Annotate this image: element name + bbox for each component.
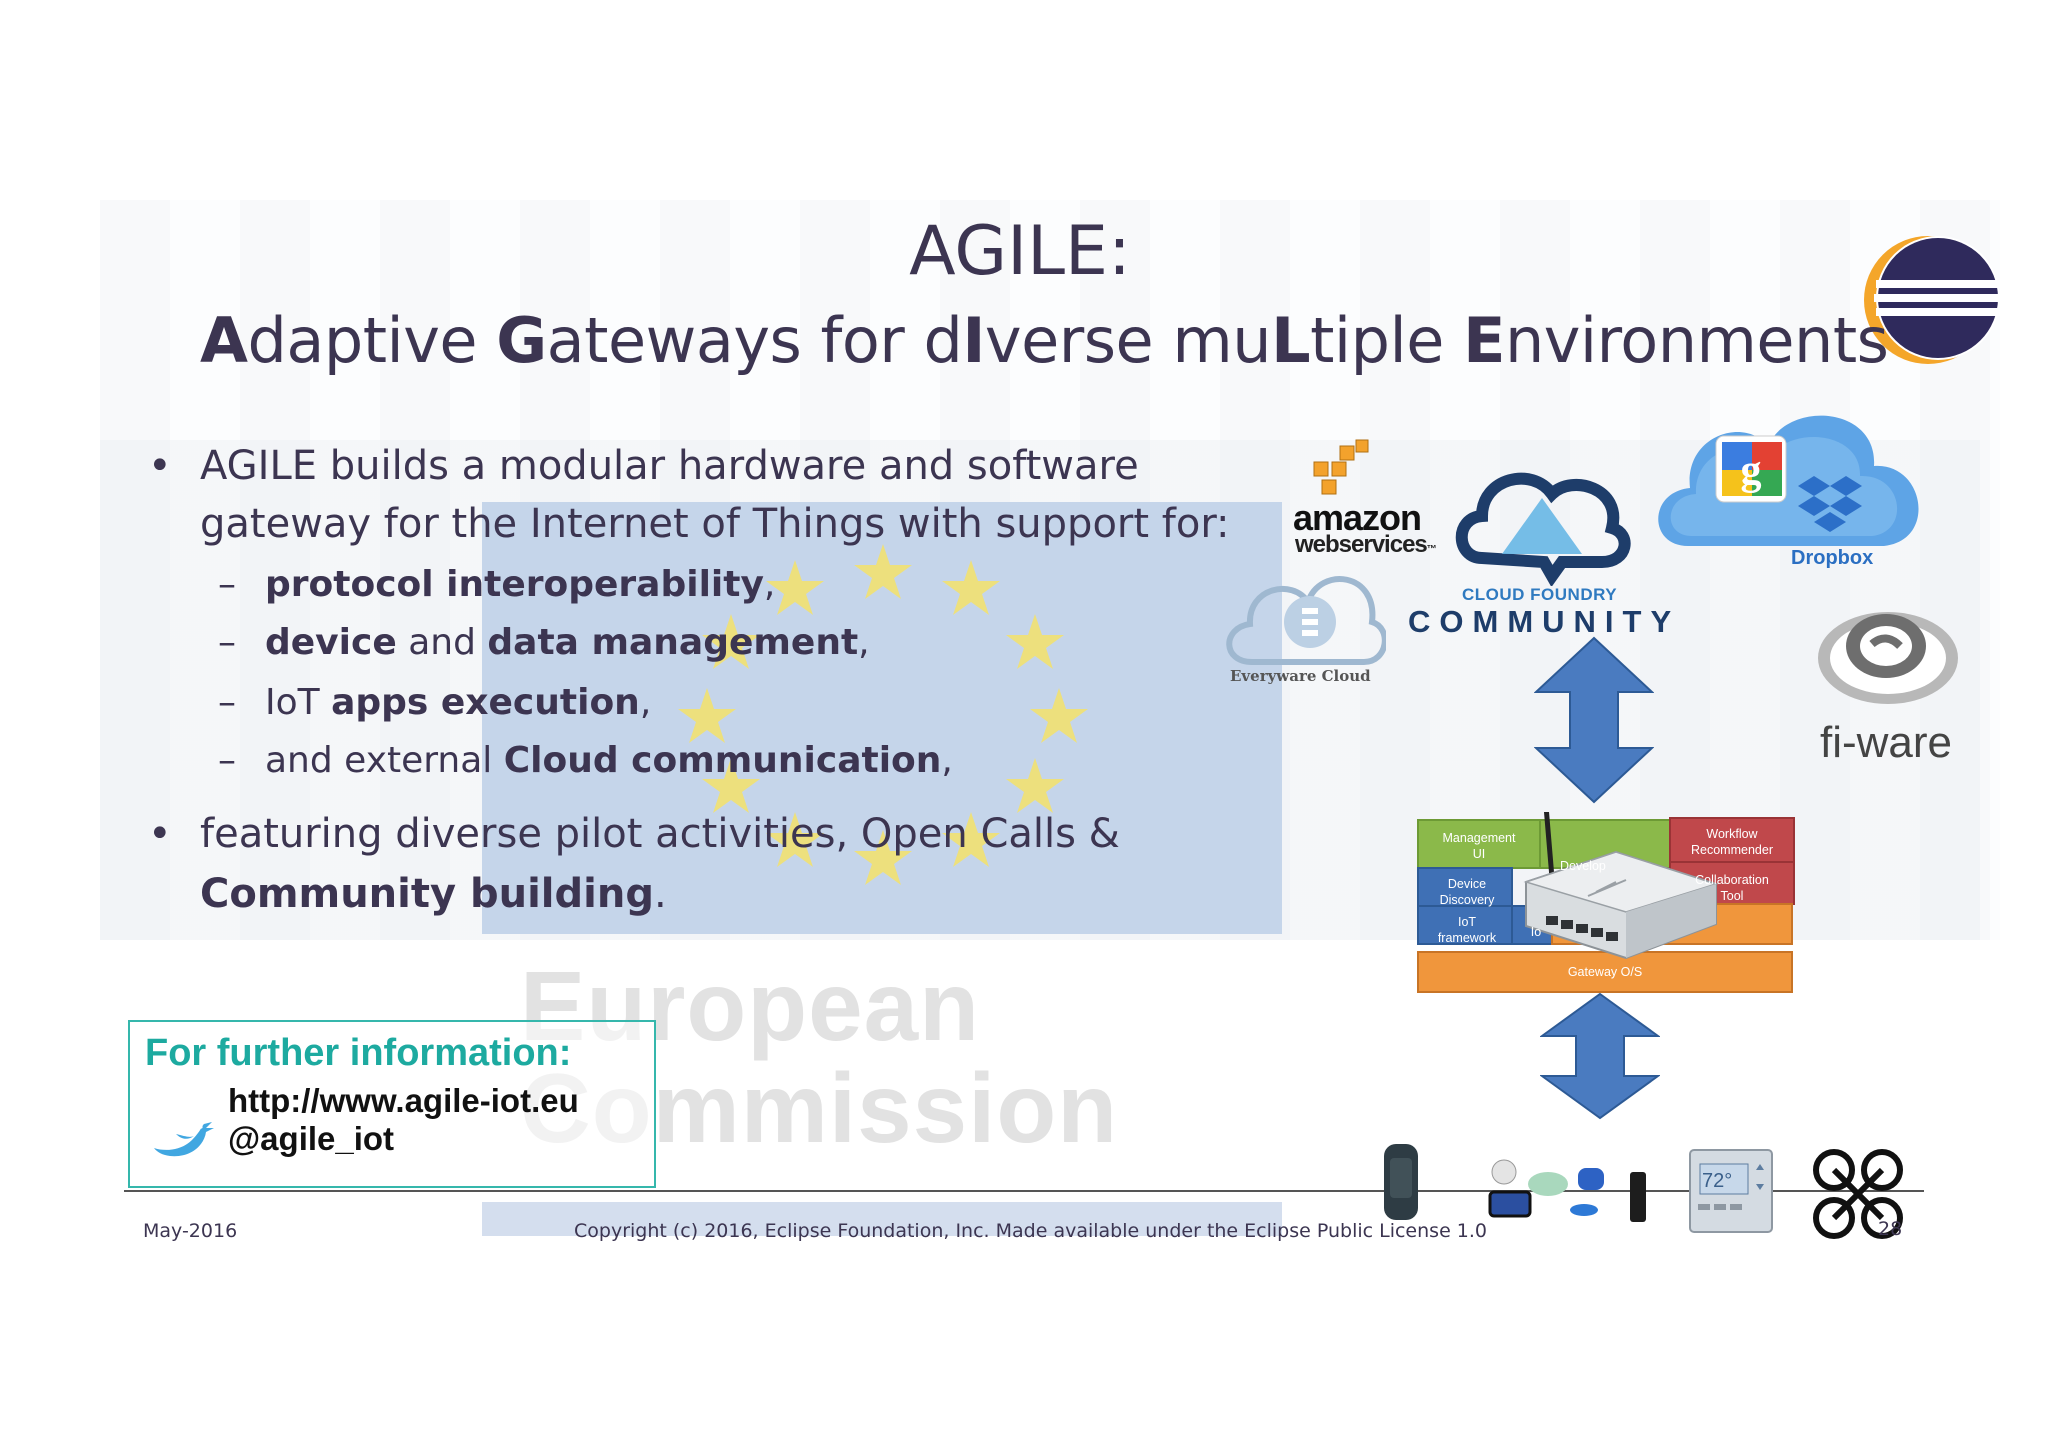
- subtitle-segment: L: [1271, 304, 1311, 377]
- bullet-1-line-2: gateway for the Internet of Things with …: [200, 501, 1230, 547]
- info-title: For further information:: [145, 1032, 572, 1074]
- sub1-segment: ,: [763, 564, 776, 605]
- cloud-foundry-text: CLOUD FOUNDRY: [1462, 585, 1618, 604]
- bullet-2: • featuring diverse pilot activities, Op…: [148, 804, 1120, 924]
- sub4-segment: ,: [941, 740, 953, 781]
- io-label: Io: [1530, 925, 1542, 939]
- subtitle-segment: E: [1463, 304, 1505, 377]
- subtitle-segment: nvironments: [1504, 304, 1889, 377]
- subtitle-segment: verse mu: [984, 304, 1272, 377]
- google-logo-icon: g: [1715, 435, 1787, 503]
- community-text: COMMUNITY: [1408, 604, 1681, 639]
- subtitle-segment: daptive: [247, 304, 497, 377]
- eu-flag-strip: [482, 1202, 1282, 1236]
- everyware-text: Everyware Cloud: [1230, 667, 1371, 685]
- gateway-os-label: Gateway O/S: [1567, 965, 1643, 979]
- bullet2-segment: .: [653, 871, 667, 917]
- footer-divider: [124, 1190, 1924, 1192]
- sub-bullet-cloud: –and external Cloud communication,: [218, 740, 953, 781]
- developer-label: Develop: [1560, 859, 1606, 873]
- subtitle-segment: G: [496, 304, 547, 377]
- subtitle-segment: I: [962, 304, 985, 377]
- amazon-boxes-icon: [1313, 439, 1369, 495]
- sub-bullet-device: –device and data management,: [218, 622, 870, 663]
- twitter-bird-icon[interactable]: [152, 1118, 216, 1158]
- sub2-segment: ,: [858, 622, 870, 663]
- sub2-segment: and: [396, 622, 488, 663]
- dropbox-logo-icon: [1798, 476, 1862, 532]
- sub3-segment: ,: [639, 682, 652, 723]
- twitter-handle[interactable]: @agile_iot: [228, 1120, 395, 1157]
- subtitle-segment: A: [200, 304, 248, 377]
- amazon-logo-text: amazon: [1293, 497, 1422, 538]
- fiware-logo-icon: [1818, 612, 1958, 704]
- sub1-segment: protocol interoperability: [265, 564, 764, 605]
- sensor-tags-icon: [1488, 1159, 1604, 1218]
- dropbox-text: Dropbox: [1791, 547, 1874, 569]
- sub3-segment: IoT: [265, 682, 332, 723]
- usb-dongle-icon: [1630, 1172, 1646, 1222]
- bullet-1: • AGILE builds a modular hardware and so…: [148, 437, 1230, 553]
- sub-bullet-apps: –IoT apps execution,: [218, 682, 652, 723]
- sub2-segment: data management: [487, 622, 859, 663]
- everyware-cloud-icon: [1226, 576, 1386, 665]
- gateway-architecture-diagram: [1417, 812, 1795, 993]
- gateway-device-arrow: [1540, 992, 1660, 1120]
- bullet-1-line-1: AGILE builds a modular hardware and soft…: [200, 443, 1139, 489]
- cloud-gateway-arrow: [1534, 636, 1654, 804]
- subtitle-segment: ateways for d: [546, 304, 963, 377]
- bullet-2-line-2: Community building.: [200, 864, 1120, 924]
- slide-subtitle: Adaptive Gateways for dIverse muLtiple E…: [200, 304, 1889, 377]
- thermostat-icon: [1689, 1149, 1773, 1233]
- sub2-segment: device: [265, 622, 397, 663]
- sub3-segment: apps execution: [331, 682, 640, 723]
- footer-date: May-2016: [143, 1220, 238, 1242]
- fitness-band-icon: [1384, 1144, 1418, 1220]
- thermostat-temp: 72°: [1702, 1170, 1733, 1192]
- bullet-2-line-1: featuring diverse pilot activities, Open…: [200, 811, 1120, 857]
- sub-bullet-protocol: –protocol interoperability,: [218, 564, 776, 605]
- amazon-webservices-text: webservices™: [1295, 531, 1437, 558]
- sub4-segment: and external: [265, 740, 504, 781]
- eclipse-logo-icon: [1864, 236, 2002, 364]
- cloud-foundry-icon: [1455, 472, 1631, 586]
- fiware-text: fi-ware: [1820, 718, 1953, 767]
- subtitle-segment: tiple: [1310, 304, 1464, 377]
- bullet2-segment: Community building: [200, 871, 654, 917]
- further-information-box: For further information: http://www.agil…: [128, 1020, 656, 1188]
- page-number: 28: [1878, 1218, 1903, 1240]
- info-url-link[interactable]: http://www.agile-iot.eu: [228, 1082, 579, 1119]
- quadcopter-drone-icon: [1813, 1149, 1903, 1239]
- slide-title: AGILE:: [909, 212, 1131, 291]
- svg-text:g: g: [1741, 448, 1762, 494]
- footer-copyright: Copyright (c) 2016, Eclipse Foundation, …: [574, 1220, 1488, 1242]
- sub4-segment: Cloud communication: [503, 740, 942, 781]
